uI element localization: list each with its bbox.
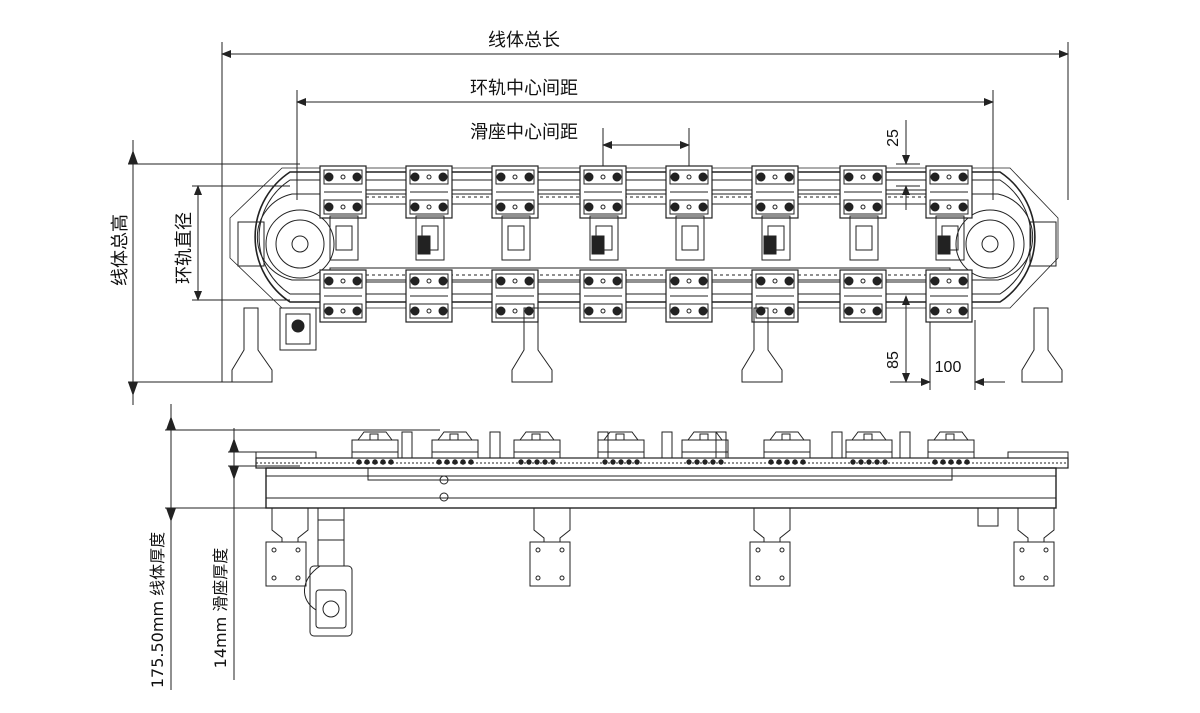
side-slider-unit bbox=[513, 431, 561, 465]
dim-100-label: 100 bbox=[935, 359, 962, 376]
side-bracket bbox=[597, 431, 609, 459]
main-beam bbox=[265, 467, 1057, 509]
ring-center-distance-label: 环轨中心间距 bbox=[470, 78, 578, 99]
left-drive-wheel bbox=[237, 209, 1057, 279]
bottom-slider-block bbox=[579, 269, 627, 323]
slider-fixture bbox=[761, 215, 791, 261]
top-slider-block bbox=[839, 165, 887, 219]
top-view bbox=[128, 42, 1069, 405]
labels: 线体总长 环轨中心间距 滑座中心间距 线体总高 环轨直径 25 85 100 1… bbox=[110, 30, 961, 688]
total-length-label: 线体总长 bbox=[488, 30, 560, 51]
side-slider-unit bbox=[597, 431, 645, 465]
bottom-slider-block bbox=[665, 269, 713, 323]
drive-motor-side bbox=[304, 507, 353, 637]
side-bracket bbox=[899, 431, 911, 459]
top-slider-block bbox=[491, 165, 539, 219]
bottom-slider-block bbox=[839, 269, 887, 323]
side-slider-unit bbox=[351, 431, 399, 465]
top-slider-block bbox=[751, 165, 799, 219]
ring-diameter-label: 环轨直径 bbox=[174, 212, 195, 284]
line-total-height-label: 线体总高 bbox=[110, 214, 131, 286]
right-drive-wheel bbox=[955, 209, 1025, 279]
bottom-slider-block bbox=[405, 269, 453, 323]
drive-motor-top bbox=[279, 307, 317, 351]
side-slider-unit bbox=[845, 431, 893, 465]
side-bracket bbox=[661, 431, 673, 459]
side-slider-unit bbox=[681, 431, 729, 465]
side-view bbox=[165, 404, 1069, 690]
bottom-slider-block bbox=[925, 269, 973, 323]
dim-85-label: 85 bbox=[885, 351, 902, 369]
dim-25-label: 25 bbox=[885, 129, 902, 147]
top-slider-block bbox=[925, 165, 973, 219]
side-bracket bbox=[401, 431, 413, 459]
top-slider-block bbox=[665, 165, 713, 219]
slider-fixture bbox=[501, 215, 531, 261]
top-slider-block bbox=[405, 165, 453, 219]
slider-fixture bbox=[675, 215, 705, 261]
line-thickness-label: 175.50mm 线体厚度 bbox=[148, 532, 167, 688]
side-bracket bbox=[489, 431, 501, 459]
side-slider-unit bbox=[763, 431, 811, 465]
side-slider-unit bbox=[431, 431, 479, 465]
slider-fixture bbox=[589, 215, 619, 261]
top-slider-block bbox=[319, 165, 367, 219]
side-bracket bbox=[831, 431, 843, 459]
top-slider-block bbox=[579, 165, 627, 219]
slider-thickness-label: 14mm 滑座厚度 bbox=[211, 548, 230, 669]
slider-center-distance-label: 滑座中心间距 bbox=[470, 122, 578, 143]
side-slider-unit bbox=[927, 431, 975, 465]
slider-fixture bbox=[329, 215, 359, 261]
side-bracket bbox=[715, 431, 727, 459]
bottom-slider-block bbox=[751, 269, 799, 323]
slider-fixture bbox=[415, 215, 445, 261]
top-view-legs bbox=[231, 307, 1063, 383]
ring-track-outline bbox=[254, 171, 1036, 303]
side-view-legs bbox=[265, 507, 1055, 587]
bottom-slider-block bbox=[319, 269, 367, 323]
slider-fixture bbox=[849, 215, 879, 261]
slider-fixture bbox=[935, 215, 965, 261]
bottom-slider-block bbox=[491, 269, 539, 323]
